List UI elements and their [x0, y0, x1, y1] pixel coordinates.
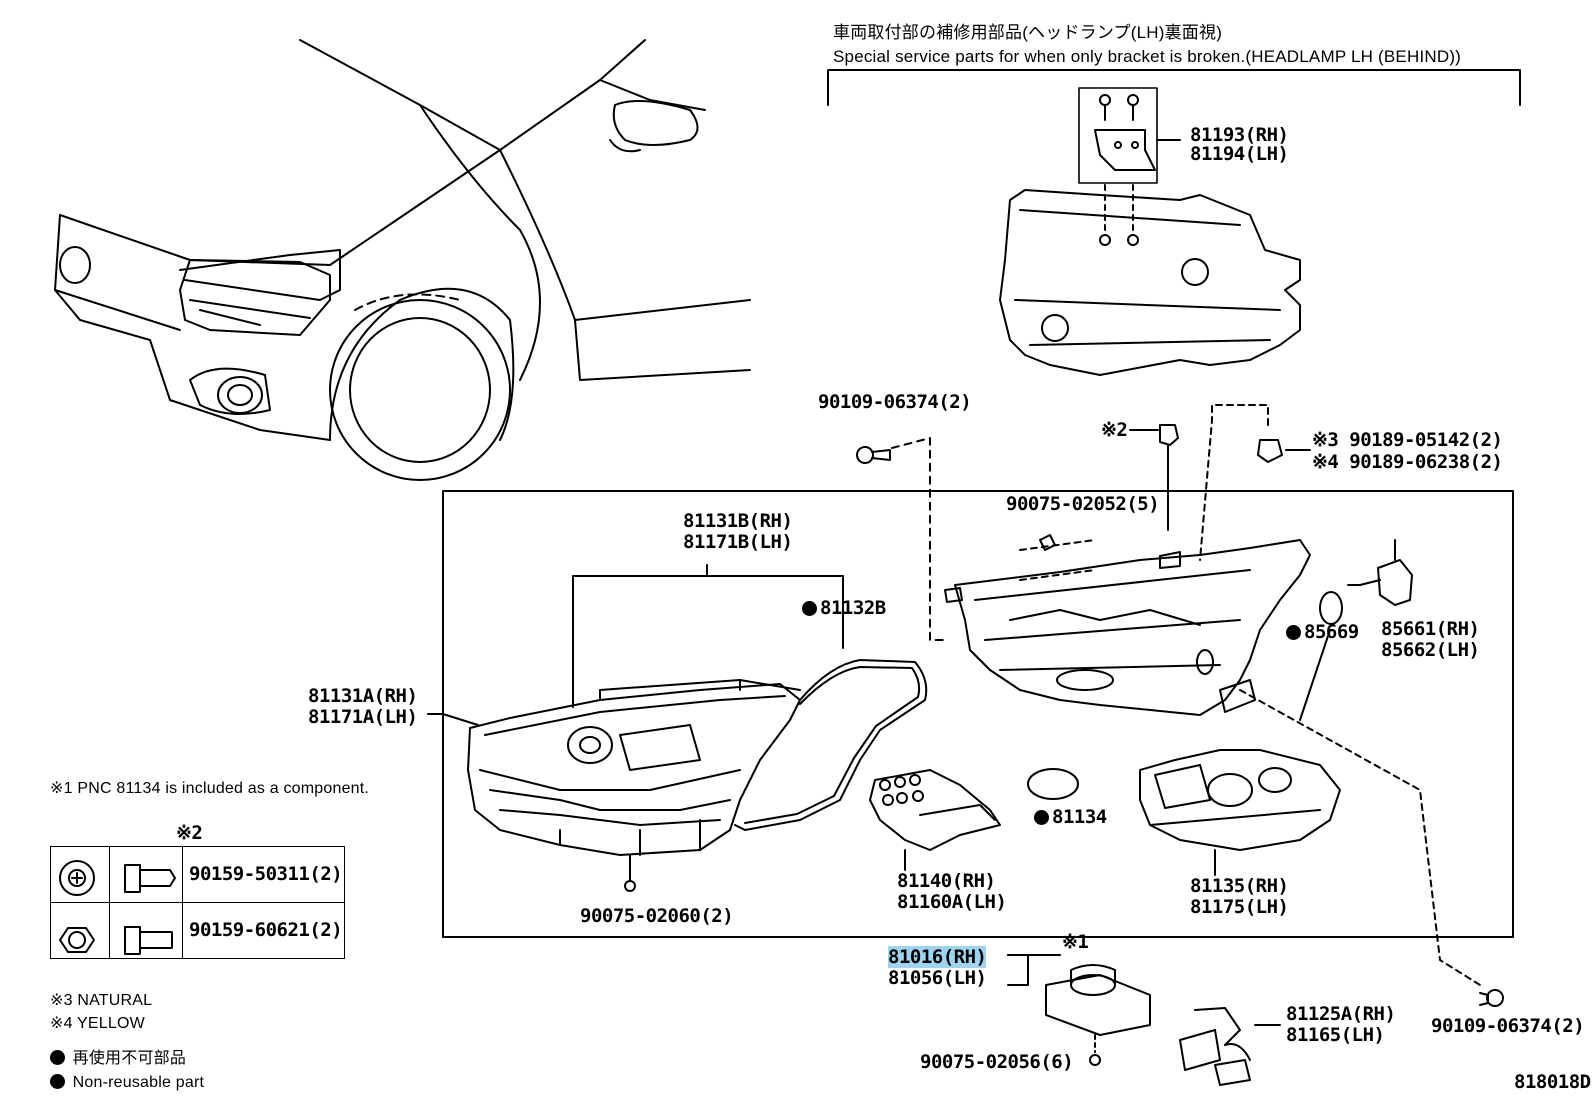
table-row: 90159-60621(2)	[50, 902, 345, 959]
label-90109-lower[interactable]: 90109-06374(2)	[1431, 1015, 1585, 1037]
legend-yellow: ※4 YELLOW	[50, 1015, 145, 1032]
non-reusable-bullet	[802, 601, 817, 616]
label-81135[interactable]: 81135(RH)	[1190, 875, 1289, 897]
label-81125a[interactable]: 81125A(RH)	[1286, 1003, 1396, 1025]
label-81140[interactable]: 81140(RH)	[897, 870, 996, 892]
screw-90109-lower	[1479, 989, 1504, 1007]
label-81134[interactable]: 81134	[1034, 807, 1107, 828]
label-90075-02056[interactable]: 90075-02056(6)	[920, 1051, 1074, 1073]
car-front-illustration	[54, 39, 751, 481]
label-81160a[interactable]: 81160A(LH)	[897, 891, 1007, 913]
header-en: Special service parts for when only brac…	[833, 47, 1462, 66]
label-81193[interactable]: 81193(RH)	[1190, 124, 1289, 146]
label-85662[interactable]: 85662(LH)	[1381, 639, 1480, 661]
table-header-mark2: ※2	[176, 822, 203, 844]
legend-natural: ※3 NATURAL	[50, 992, 153, 1009]
non-reusable-bullet	[50, 1050, 65, 1065]
light-unit-81140	[869, 769, 1001, 871]
table-row: 90159-50311(2)	[50, 846, 345, 903]
highlighted-part[interactable]: 81016(RH)	[888, 946, 987, 968]
bracket-service-view	[827, 69, 1521, 376]
headlamp-front-assembly	[467, 659, 928, 892]
label-90075-02052[interactable]: 90075-02052(5)	[1006, 493, 1160, 515]
label-90075-02060[interactable]: 90075-02060(2)	[580, 905, 734, 927]
label-81171a[interactable]: 81171A(LH)	[308, 706, 418, 728]
label-90189-06238[interactable]: ※4 90189-06238(2)	[1312, 451, 1503, 473]
ballast-computer	[1007, 954, 1151, 1066]
non-reusable-bullet	[50, 1074, 65, 1089]
label-81132b[interactable]: 81132B	[802, 598, 886, 619]
leveling-motor	[1299, 539, 1413, 721]
legend-nonreuse-jp: 再使用不可部品	[50, 1048, 186, 1069]
headlamp-housing-back	[944, 534, 1481, 986]
label-81131a[interactable]: 81131A(RH)	[308, 685, 418, 707]
fastener-part-2[interactable]: 90159-60621(2)	[189, 919, 343, 941]
label-mark1: ※1	[1062, 931, 1089, 953]
diagram-id: 818018D	[1514, 1071, 1591, 1093]
fastener-part-1[interactable]: 90159-50311(2)	[189, 863, 343, 885]
note-pnc-81134: ※1 PNC 81134 is included as a component.	[50, 780, 370, 797]
label-81016[interactable]: 81016(RH)	[888, 946, 987, 968]
label-81165[interactable]: 81165(LH)	[1286, 1024, 1385, 1046]
label-90109-upper[interactable]: 90109-06374(2)	[818, 391, 972, 413]
label-mark2: ※2	[1101, 419, 1128, 441]
upper-fasteners	[856, 404, 1311, 641]
label-85669[interactable]: 85669	[1286, 622, 1359, 643]
label-81131b[interactable]: 81131B(RH)	[683, 510, 793, 532]
non-reusable-bullet	[1034, 810, 1049, 825]
lamp-extension-81135	[1139, 749, 1341, 876]
label-90189-05142[interactable]: ※3 90189-05142(2)	[1312, 429, 1503, 451]
non-reusable-bullet	[1286, 625, 1301, 640]
label-81171b[interactable]: 81171B(LH)	[683, 531, 793, 553]
fastener-table: 90159-50311(2) 90159-60621(2)	[50, 846, 345, 959]
label-81194[interactable]: 81194(LH)	[1190, 143, 1289, 165]
label-81175[interactable]: 81175(LH)	[1190, 896, 1289, 918]
label-81056[interactable]: 81056(LH)	[888, 967, 987, 989]
label-85661[interactable]: 85661(RH)	[1381, 618, 1480, 640]
legend-nonreuse-en: Non-reusable part	[50, 1072, 204, 1093]
wire-harness-81125a	[1179, 1007, 1281, 1086]
header-jp: 車両取付部の補修用部品(ヘッドランプ(LH)裏面視)	[833, 23, 1223, 42]
o-ring-81134	[1027, 768, 1079, 800]
